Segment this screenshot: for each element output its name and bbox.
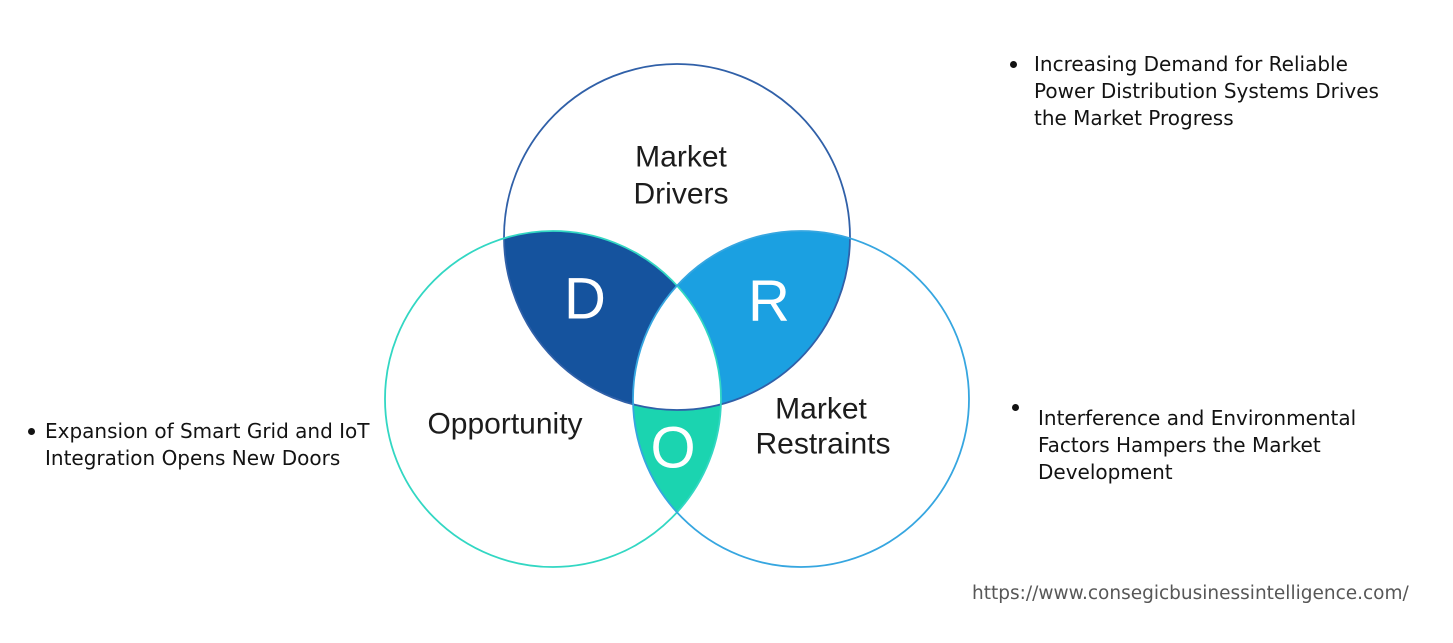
restraints-label-line1: Market (775, 393, 867, 426)
bullet-dot (1010, 61, 1017, 68)
restraints-label-line2: Restraints (755, 428, 890, 461)
bullet-text-line: Development (1038, 460, 1173, 484)
bullet-restraints-note: Interference and Environmental Factors H… (1012, 404, 1357, 486)
bullet-drivers-note: Increasing Demand for Reliable Power Dis… (1010, 51, 1379, 132)
letter-d: D (564, 267, 606, 332)
bullet-text-line: the Market Progress (1034, 106, 1234, 130)
letter-o: O (650, 416, 695, 481)
opportunity-circle (384, 230, 722, 568)
bullet-text-line: Power Distribution Systems Drives (1034, 79, 1379, 103)
bullet-text-line: Integration Opens New Doors (45, 446, 341, 470)
letter-r: R (748, 269, 790, 334)
source-url: https://www.consegicbusinessintelligence… (972, 583, 1409, 604)
drivers-circle (503, 63, 851, 411)
bullet-text-line: Expansion of Smart Grid and IoT (45, 419, 370, 443)
bullet-text-line: Increasing Demand for Reliable (1034, 52, 1348, 76)
bullet-opportunity-note: Expansion of Smart Grid and IoT Integrat… (28, 418, 370, 472)
bullet-text-line: Interference and Environmental (1038, 406, 1357, 430)
drivers-label-line1: Market (635, 141, 727, 174)
drivers-label-line2: Drivers (634, 178, 729, 211)
bullet-dot (28, 428, 35, 435)
restraints-circle (632, 230, 970, 568)
bullet-text-line: Factors Hampers the Market (1038, 433, 1321, 457)
bullet-dot (1012, 404, 1019, 411)
opportunity-label: Opportunity (427, 408, 582, 441)
